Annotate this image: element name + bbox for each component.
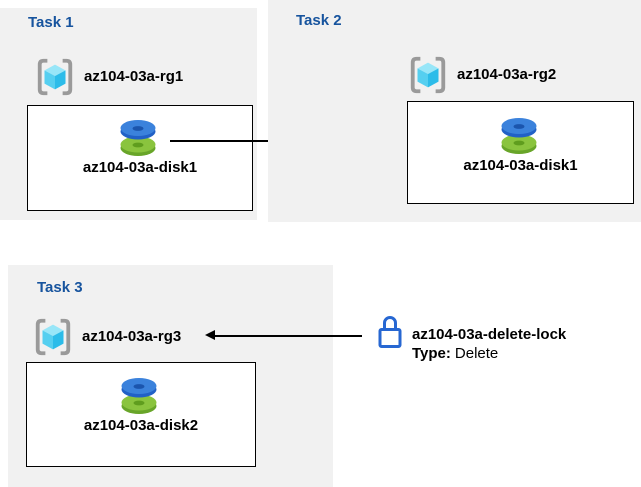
task3-resource-box: az104-03a-disk2 (26, 362, 256, 467)
task3-resource-label: az104-03a-disk2 (83, 417, 199, 434)
delete-lock-type-value: Delete (454, 345, 499, 362)
task3-resource-group-label: az104-03a-rg3 (82, 328, 182, 345)
task3-title: Task 3 (37, 279, 83, 296)
task1-resource-box: az104-03a-disk1 (27, 105, 253, 211)
resource-group-icon (35, 318, 71, 356)
delete-lock-arrow (214, 335, 362, 337)
task1-resource-group-label: az104-03a-rg1 (84, 68, 184, 85)
disk-icon (501, 118, 537, 154)
delete-lock-name: az104-03a-delete-lock (412, 326, 567, 343)
resource-group-icon (410, 56, 446, 94)
disk-icon (121, 378, 157, 414)
lock-icon (378, 316, 402, 348)
task2-resource-label: az104-03a-disk1 (463, 157, 578, 174)
task2-title: Task 2 (296, 12, 342, 29)
delete-lock-type: Type:Delete (412, 345, 498, 362)
task2-resource-box: az104-03a-disk1 (407, 101, 634, 204)
delete-lock-type-label: Type: (412, 345, 451, 362)
task1-title: Task 1 (28, 14, 74, 31)
task1-resource-label: az104-03a-disk1 (82, 159, 198, 176)
task2-resource-group-label: az104-03a-rg2 (457, 66, 557, 83)
disk-icon (120, 120, 156, 156)
arrowhead-icon (205, 330, 215, 340)
resource-group-icon (37, 58, 73, 96)
